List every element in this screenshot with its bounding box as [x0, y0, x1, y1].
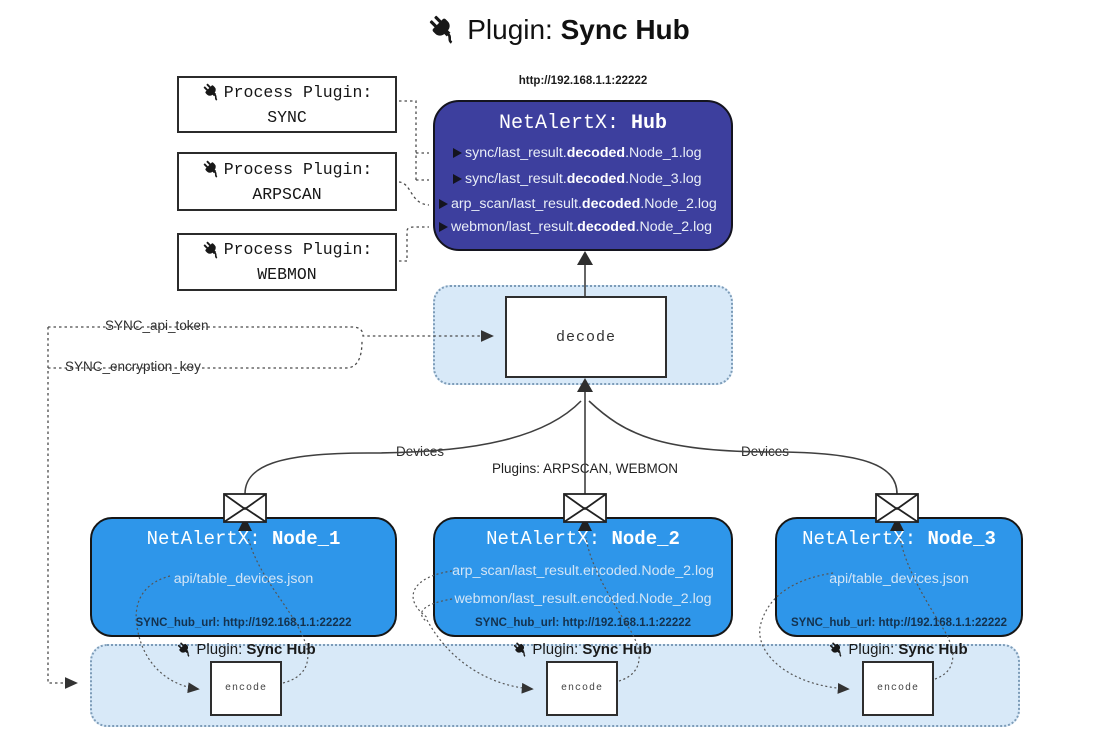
log-bold: decoded	[577, 218, 636, 235]
title-name: Sync Hub	[560, 13, 690, 45]
plug-icon	[828, 641, 846, 658]
log-pre: sync/last_result.	[465, 171, 567, 187]
log-bold: decoded	[566, 171, 626, 187]
node-title-prefix: NetAlertX:	[802, 528, 928, 550]
node-box-node2: NetAlertX: Node_2 arp_scan/last_result.e…	[433, 517, 733, 637]
hub-url-label: http://192.168.1.1:22222	[518, 75, 648, 87]
hub-log-line: arp_scan/last_result.decoded.Node_2.log	[435, 192, 731, 215]
process-plugin-name: WEBMON	[257, 265, 317, 284]
encoder-plugin-label: Plugin: Sync Hub	[176, 641, 316, 658]
log-post: .Node_3.log	[625, 171, 702, 187]
process-plugin-box-arpscan: Process Plugin: ARPSCAN	[177, 152, 397, 211]
hub-log-lines: sync/last_result.decoded.Node_1.log sync…	[435, 140, 731, 238]
node-title: NetAlertX: Node_2	[435, 528, 731, 550]
arrowhead-icon	[439, 198, 448, 209]
node-file: webmon/last_result.encoded.Node_2.log	[454, 591, 712, 607]
log-post: .Node_2.log	[640, 195, 717, 212]
log-bold: decoded	[566, 145, 626, 161]
log-post: .Node_2.log	[635, 218, 713, 235]
log-pre: webmon/last_result.	[451, 218, 578, 235]
hub-log-line: sync/last_result.decoded.Node_3.log	[435, 166, 731, 192]
decode-box: decode	[505, 296, 667, 378]
hub-title-name: Hub	[631, 112, 668, 135]
encoder-label-name: Sync Hub	[246, 641, 316, 658]
plug-icon	[512, 641, 530, 658]
encode-label: encode	[224, 683, 267, 694]
edge-label-devices-left: Devices	[390, 444, 450, 459]
arrowhead-icon	[453, 174, 462, 184]
page-title: Plugin: Sync Hub	[0, 13, 1117, 46]
encoder-label-prefix: Plugin:	[532, 641, 583, 658]
encoder-plugin-text: Plugin: Sync Hub	[532, 641, 651, 658]
node-file: api/table_devices.json	[173, 571, 314, 587]
node-title-name: Node_3	[927, 528, 996, 550]
encoder-label-prefix: Plugin:	[196, 641, 247, 658]
encoder-plugin-text: Plugin: Sync Hub	[196, 641, 315, 658]
page-title-text: Plugin: Sync Hub	[467, 14, 690, 46]
encode-label: encode	[876, 683, 919, 694]
process-plugin-label: Process Plugin:	[223, 240, 373, 259]
encoder-plugin-text: Plugin: Sync Hub	[848, 641, 967, 658]
node-file: api/table_devices.json	[829, 571, 969, 587]
node-title-name: Node_2	[611, 528, 680, 550]
process-plugin-name: ARPSCAN	[252, 184, 322, 204]
hub-title-prefix: NetAlertX:	[498, 112, 631, 135]
plug-icon	[176, 641, 194, 658]
log-bold: decoded	[581, 195, 641, 212]
node-title-name: Node_1	[272, 528, 341, 550]
plug-icon	[201, 239, 222, 260]
hub-title: NetAlertX: Hub	[435, 112, 731, 135]
plug-icon	[427, 13, 461, 46]
hub-log-line: webmon/last_result.decoded.Node_2.log	[435, 215, 731, 238]
log-pre: sync/last_result.	[465, 145, 567, 161]
edge-label-devices-right: Devices	[735, 444, 795, 459]
node-title: NetAlertX: Node_3	[777, 528, 1021, 550]
encoder-plugin-label: Plugin: Sync Hub	[512, 641, 652, 658]
node-box-node1: NetAlertX: Node_1 api/table_devices.json…	[90, 517, 397, 637]
node-box-node3: NetAlertX: Node_3 api/table_devices.json…	[775, 517, 1023, 637]
hub-log-line: sync/last_result.decoded.Node_1.log	[435, 140, 731, 166]
encoder-label-name: Sync Hub	[898, 641, 968, 658]
arrowhead-icon	[577, 251, 593, 265]
sync-api-token-label: SYNC_api_token	[100, 318, 214, 333]
encode-box: encode	[210, 661, 282, 716]
sync-encryption-key-label: SYNC_encryption_key	[60, 359, 206, 374]
encoder-label-name: Sync Hub	[582, 641, 652, 658]
node-title-prefix: NetAlertX:	[486, 528, 612, 550]
encode-box: encode	[546, 661, 618, 716]
arrowhead-icon	[453, 148, 462, 158]
node-title-prefix: NetAlertX:	[146, 528, 272, 550]
log-post: .Node_1.log	[625, 145, 702, 161]
title-prefix: Plugin:	[467, 13, 561, 45]
encoder-plugin-label: Plugin: Sync Hub	[828, 641, 968, 658]
node-title: NetAlertX: Node_1	[92, 528, 395, 550]
process-plugin-box-webmon: Process Plugin: WEBMON	[177, 233, 397, 291]
process-plugin-name: SYNC	[267, 107, 307, 127]
log-pre: arp_scan/last_result.	[451, 195, 582, 212]
process-plugin-label: Process Plugin:	[223, 159, 373, 179]
encode-box: encode	[862, 661, 934, 716]
encoder-label-prefix: Plugin:	[848, 641, 899, 658]
edge-label-plugins: Plugins: ARPSCAN, WEBMON	[486, 461, 684, 476]
arrowhead-icon	[439, 221, 448, 232]
plugin-to-hub-connectors	[398, 100, 430, 262]
decode-label: decode	[555, 328, 616, 346]
encode-label: encode	[560, 683, 603, 694]
process-plugin-label: Process Plugin:	[223, 82, 373, 102]
plug-icon	[201, 82, 222, 102]
node-hub-url: SYNC_hub_url: http://192.168.1.1:22222	[135, 617, 352, 629]
node-file: arp_scan/last_result.encoded.Node_2.log	[452, 563, 714, 579]
process-plugin-box-sync: Process Plugin: SYNC	[177, 76, 397, 133]
plug-icon	[201, 159, 222, 179]
hub-box: NetAlertX: Hub sync/last_result.decoded.…	[433, 100, 733, 251]
node-hub-url: SYNC_hub_url: http://192.168.1.1:22222	[474, 617, 692, 629]
node-hub-url: SYNC_hub_url: http://192.168.1.1:22222	[790, 617, 1008, 629]
